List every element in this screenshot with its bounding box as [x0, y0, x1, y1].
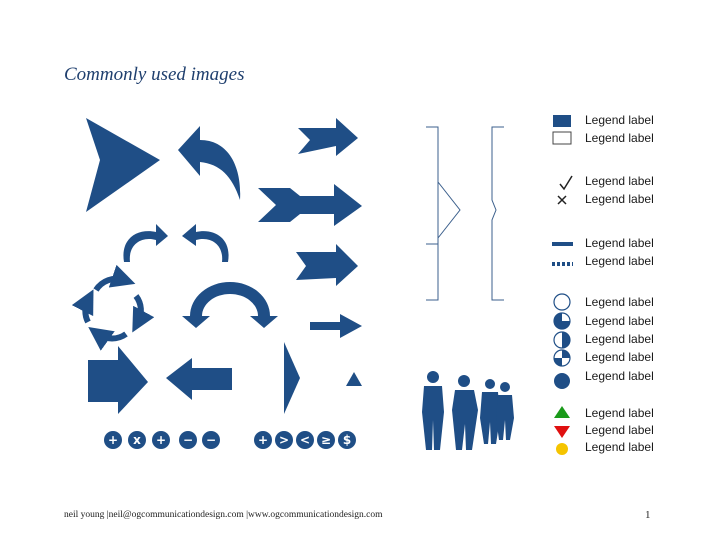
svg-text:<: <	[300, 433, 310, 447]
legend-label: Legend label	[585, 423, 654, 437]
legend-three-quarter-circle-icon	[553, 349, 571, 367]
notched-arrow-right-icon	[296, 244, 358, 286]
plus-button-icon: +	[152, 431, 170, 449]
legend-check-mark-icon	[559, 175, 573, 191]
semicircle-arrow-icon	[182, 282, 278, 328]
legend-label: Legend label	[585, 406, 654, 420]
button-row-left: + x + − −	[104, 431, 220, 449]
legend-half-circle-icon	[553, 331, 571, 349]
block-arrow-left-icon	[166, 358, 232, 400]
page-title: Commonly used images	[64, 64, 245, 85]
multiply-button-icon: x	[128, 431, 146, 449]
curved-arrow-right-icon	[123, 224, 168, 262]
legend-label: Legend label	[585, 295, 654, 309]
plus-button-icon: +	[104, 431, 122, 449]
svg-text:−: −	[206, 433, 216, 447]
arrow-right-icon	[298, 118, 358, 156]
svg-text:x: x	[133, 433, 141, 447]
plus-button-icon: +	[254, 431, 272, 449]
small-triangle-icon	[346, 372, 362, 386]
legend-label: Legend label	[585, 236, 654, 250]
svg-text:≥: ≥	[321, 433, 331, 447]
legend-label: Legend label	[585, 131, 654, 145]
legend-x-mark-icon	[557, 195, 567, 205]
less-than-button-icon: <	[296, 431, 314, 449]
triangle-right-icon	[284, 342, 300, 414]
svg-text:+: +	[156, 433, 166, 447]
svg-text:$: $	[343, 433, 351, 447]
split-arrow-right-icon	[258, 184, 362, 226]
block-arrow-right-icon	[88, 346, 148, 414]
legend-filled-box-icon	[553, 115, 571, 127]
svg-text:>: >	[279, 433, 289, 447]
greater-equal-button-icon: ≥	[317, 431, 335, 449]
bracket-right-icon	[491, 126, 504, 301]
legend-empty-circle-icon	[553, 293, 571, 311]
legend-label: Legend label	[585, 369, 654, 383]
greater-than-button-icon: >	[275, 431, 293, 449]
bracket-left-icon	[426, 126, 461, 301]
legend-label: Legend label	[585, 332, 654, 346]
legend-solid-line-icon	[552, 242, 573, 246]
legend-yellow-dot-icon	[556, 443, 568, 455]
people-silhouettes-icon	[422, 371, 514, 450]
legend-label: Legend label	[585, 113, 654, 127]
legend-label: Legend label	[585, 314, 654, 328]
minus-button-icon: −	[179, 431, 197, 449]
legend-red-triangle-icon	[554, 426, 570, 438]
legend-quarter-circle-icon	[553, 312, 571, 330]
circular-arrows-icon	[71, 264, 155, 351]
button-row-right: + > < ≥ $	[254, 431, 356, 449]
legend-label: Legend label	[585, 350, 654, 364]
svg-text:+: +	[108, 433, 118, 447]
legend-green-triangle-icon	[554, 406, 570, 418]
legend-label: Legend label	[585, 440, 654, 454]
legend-label: Legend label	[585, 174, 654, 188]
chevron-large-icon	[86, 118, 160, 212]
dollar-button-icon: $	[338, 431, 356, 449]
minus-button-icon: −	[202, 431, 220, 449]
page-number: 1	[645, 509, 651, 521]
svg-text:−: −	[183, 433, 193, 447]
legend-outline-box-icon	[552, 131, 572, 145]
svg-text:+: +	[258, 433, 268, 447]
thin-arrow-right-icon	[310, 314, 362, 338]
legend-label: Legend label	[585, 254, 654, 268]
legend-label: Legend label	[585, 192, 654, 206]
curved-arrow-left-icon	[182, 224, 229, 262]
curved-arrow-up-left-icon	[178, 126, 241, 200]
footer-contact: neil young |neil@ogcommunicationdesign.c…	[64, 510, 383, 520]
legend-symbols	[552, 115, 573, 455]
legend-full-circle-icon	[554, 373, 570, 389]
